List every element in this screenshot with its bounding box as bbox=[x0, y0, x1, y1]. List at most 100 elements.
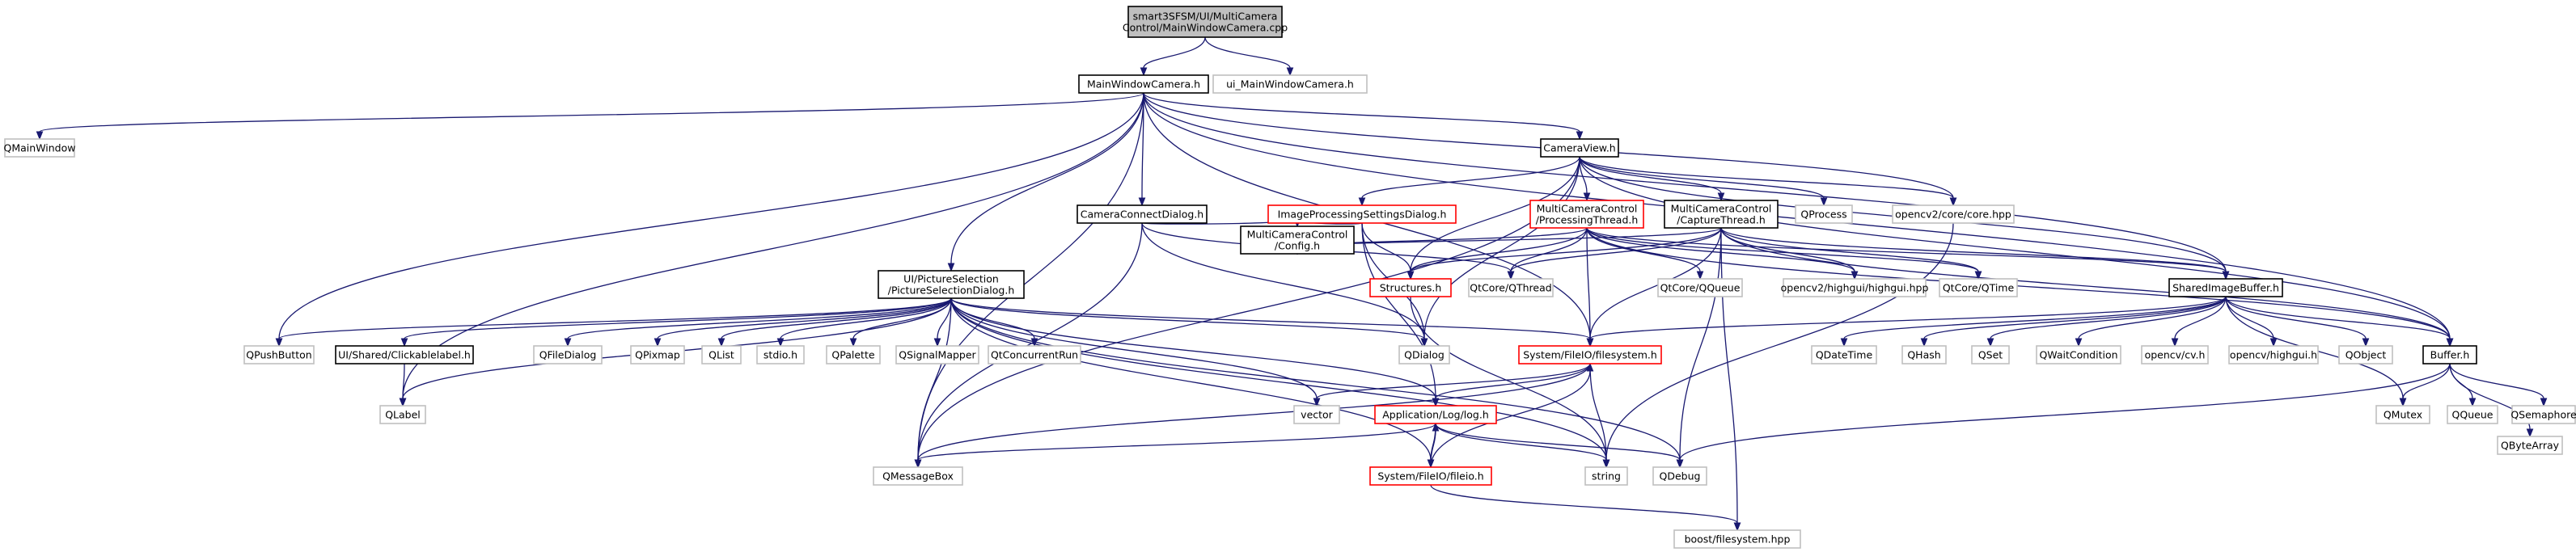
node-box-qfiledialog bbox=[533, 345, 603, 364]
node-label-qmutex: QMutex bbox=[2384, 409, 2422, 421]
node-box-structures bbox=[1369, 278, 1452, 297]
node-box-qmutex bbox=[2375, 405, 2430, 424]
node-filesystem[interactable]: System/FileIO/filesystem.h bbox=[1518, 345, 1662, 364]
node-label-qbytearray: QByteArray bbox=[2501, 440, 2560, 452]
node-label-stdio: stdio.h bbox=[763, 349, 797, 361]
node-label-opencv-highgui: opencv/highgui.h bbox=[2230, 349, 2317, 361]
edge-sharedbuf-to-buffer bbox=[2225, 296, 2454, 348]
node-qsignalmapper: QSignalMapper bbox=[895, 345, 979, 364]
node-qobject: QObject bbox=[2338, 345, 2393, 364]
node-box-root bbox=[1127, 6, 1283, 38]
edge-proc_thread-to-highgui_hpp bbox=[1586, 227, 1859, 280]
edge-mainwin_h-to-cameraview bbox=[1143, 92, 1584, 141]
node-label-filesystem: System/FileIO/filesystem.h bbox=[1523, 349, 1657, 361]
node-label-config: /Config.h bbox=[1275, 240, 1320, 252]
edge-cameraview-to-opencv_core bbox=[1579, 156, 1957, 207]
node-box-capture-thread bbox=[1664, 200, 1779, 229]
edge-picsel-to-qpushbutton bbox=[275, 297, 952, 348]
node-root[interactable]: smart3SFSM/UI/MultiCameraControl/MainWin… bbox=[1123, 6, 1288, 38]
node-label-proc-thread: MultiCameraControl bbox=[1537, 203, 1638, 215]
node-label-proc-thread: /ProcessingThread.h bbox=[1536, 214, 1639, 226]
edge-sharedbuf-to-opencv_cv bbox=[2171, 296, 2227, 348]
node-config[interactable]: MultiCameraControl/Config.h bbox=[1240, 225, 1355, 255]
node-fileio[interactable]: System/FileIO/fileio.h bbox=[1369, 466, 1492, 486]
node-label-qpalette: QPalette bbox=[831, 349, 874, 361]
node-label-qtconcurrent: QtConcurrentRun bbox=[991, 349, 1078, 361]
node-applog[interactable]: Application/Log/log.h bbox=[1374, 405, 1497, 424]
edge-picsel-to-clickable bbox=[400, 297, 952, 348]
node-box-cameraconnect bbox=[1077, 204, 1208, 224]
node-label-config: MultiCameraControl bbox=[1247, 229, 1348, 241]
node-label-buffer: Buffer.h bbox=[2430, 349, 2470, 361]
node-box-clickable bbox=[335, 345, 474, 364]
node-qfiledialog: QFileDialog bbox=[533, 345, 603, 364]
edge-capture_thread-to-sharedbuf bbox=[1720, 227, 2230, 280]
node-label-qdialog: QDialog bbox=[1404, 349, 1445, 361]
edge-cameraview-to-improc_dialog bbox=[1358, 156, 1580, 207]
node-box-qqueue bbox=[2447, 405, 2498, 424]
node-label-boostfs: boost/filesystem.hpp bbox=[1685, 533, 1791, 546]
node-label-qset: QSet bbox=[1978, 349, 2003, 361]
edge-clickable-to-qlabel bbox=[399, 363, 407, 407]
node-box-buffer bbox=[2422, 345, 2477, 364]
node-cameraview[interactable]: CameraView.h bbox=[1540, 138, 1619, 158]
node-label-qsemaphore: QSemaphore bbox=[2510, 409, 2576, 421]
node-sharedbuf[interactable]: SharedImageBuffer.h bbox=[2168, 278, 2283, 297]
node-box-qpixmap bbox=[630, 345, 685, 364]
edge-picsel-to-qdialog bbox=[950, 297, 1428, 348]
node-clickable[interactable]: UI/Shared/Clickablelabel.h bbox=[335, 345, 474, 364]
node-opencv-core: opencv2/core/core.hpp bbox=[1892, 204, 2015, 224]
node-cameraconnect[interactable]: CameraConnectDialog.h bbox=[1077, 204, 1208, 224]
node-box-mainwin-h bbox=[1078, 74, 1209, 94]
node-proc-thread[interactable]: MultiCameraControl/ProcessingThread.h bbox=[1529, 200, 1644, 229]
nodes-layer: smart3SFSM/UI/MultiCameraControl/MainWin… bbox=[4, 6, 2576, 549]
node-label-qfiledialog: QFileDialog bbox=[539, 349, 597, 361]
node-box-filesystem bbox=[1518, 345, 1662, 364]
node-label-structures: Structures.h bbox=[1380, 282, 1442, 294]
node-label-qprocess: QProcess bbox=[1800, 209, 1846, 221]
node-improc-dialog[interactable]: ImageProcessingSettingsDialog.h bbox=[1267, 204, 1457, 224]
node-structures[interactable]: Structures.h bbox=[1369, 278, 1452, 297]
edge-sharedbuf-to-qobject bbox=[2225, 296, 2370, 348]
node-picsel[interactable]: UI/PictureSelection/PictureSelectionDial… bbox=[878, 270, 1025, 299]
node-string: string bbox=[1584, 466, 1628, 486]
edges-layer bbox=[36, 36, 2548, 532]
node-mainwin-h[interactable]: MainWindowCamera.h bbox=[1078, 74, 1209, 94]
node-box-boostfs bbox=[1673, 529, 1801, 549]
node-box-qpalette bbox=[826, 345, 881, 364]
edge-cameraview-to-qdialog bbox=[1420, 156, 1580, 348]
edge-filesystem-to-applog bbox=[1432, 363, 1591, 407]
node-buffer[interactable]: Buffer.h bbox=[2422, 345, 2477, 364]
node-box-highgui-hpp bbox=[1783, 278, 1927, 297]
edge-root-to-ui_main bbox=[1204, 36, 1294, 77]
node-label-fileio: System/FileIO/fileio.h bbox=[1377, 470, 1483, 482]
node-qhash: QHash bbox=[1901, 345, 1947, 364]
node-capture-thread[interactable]: MultiCameraControl/CaptureThread.h bbox=[1664, 200, 1779, 229]
node-ui-main: ui_MainWindowCamera.h bbox=[1212, 74, 1368, 94]
node-label-qwaitcond: QWaitCondition bbox=[2039, 349, 2117, 361]
node-qdebug: QDebug bbox=[1652, 466, 1707, 486]
node-label-qdatetime: QDateTime bbox=[1816, 349, 1873, 361]
node-box-qdatetime bbox=[1811, 345, 1877, 364]
edge-picsel-to-qlist bbox=[717, 297, 952, 348]
node-label-qtime: QtCore/QTime bbox=[1943, 282, 2015, 294]
node-qqueue-core: QtCore/QQueue bbox=[1657, 278, 1743, 297]
edge-capture_thread-to-highgui_hpp bbox=[1720, 227, 1859, 280]
node-vector: vector bbox=[1293, 405, 1340, 424]
node-qdialog: QDialog bbox=[1398, 345, 1450, 364]
node-qpalette: QPalette bbox=[826, 345, 881, 364]
node-box-qmessagebox bbox=[873, 466, 963, 486]
node-box-qsignalmapper bbox=[895, 345, 979, 364]
edge-buffer-to-qdebug bbox=[1676, 363, 2451, 469]
node-qmutex: QMutex bbox=[2375, 405, 2430, 424]
edge-structures-to-string bbox=[1410, 296, 1610, 469]
node-label-mainwin-h: MainWindowCamera.h bbox=[1087, 78, 1200, 91]
edge-fileio-to-boostfs bbox=[1430, 484, 1741, 532]
node-label-opencv-core: opencv2/core/core.hpp bbox=[1895, 209, 2011, 221]
node-label-string: string bbox=[1592, 470, 1621, 482]
node-box-qlabel bbox=[379, 405, 426, 424]
node-qpixmap: QPixmap bbox=[630, 345, 685, 364]
node-label-sharedbuf: SharedImageBuffer.h bbox=[2172, 282, 2279, 294]
node-box-cameraview bbox=[1540, 138, 1619, 158]
node-label-clickable: UI/Shared/Clickablelabel.h bbox=[338, 349, 471, 361]
